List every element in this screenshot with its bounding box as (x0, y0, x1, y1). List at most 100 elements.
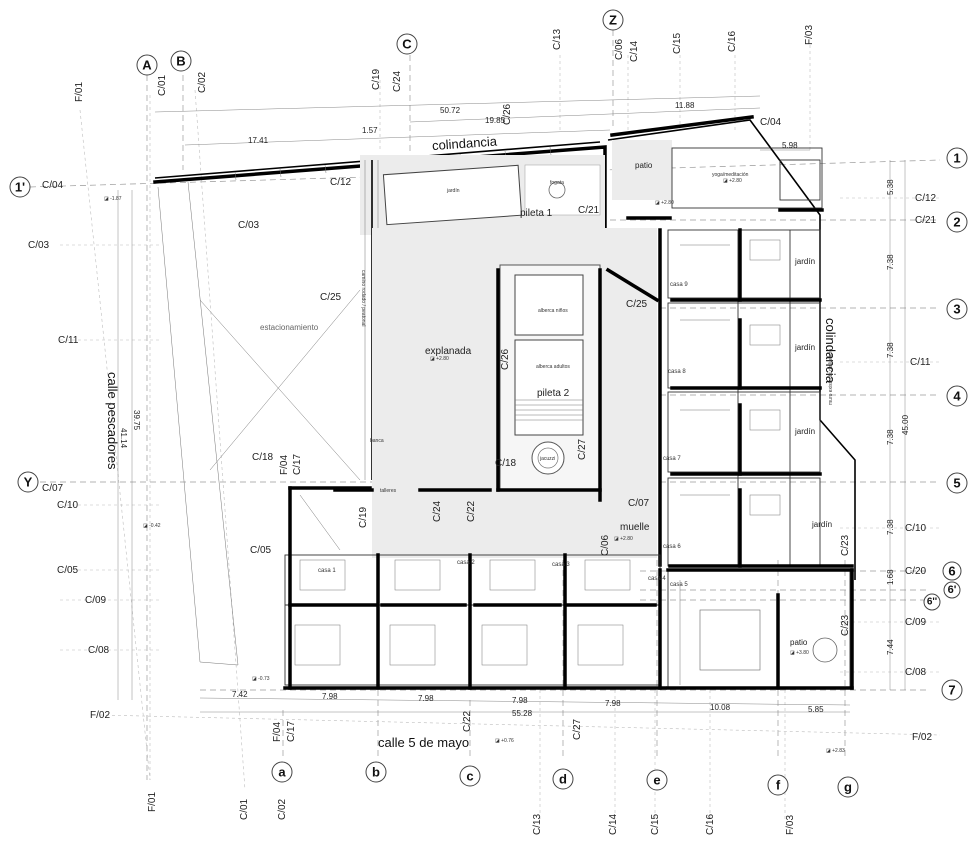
cut-label-c09: C/09 (85, 595, 107, 606)
cut-label-c14: C/14 (629, 40, 640, 62)
cut-label-c01: C/01 (157, 74, 168, 96)
colindancia-top-label: colindancia (432, 134, 499, 154)
cut-label-c08: C/08 (88, 645, 110, 656)
level-3-80: ◪ +3.80 (790, 650, 809, 656)
dimension-texts: 50.72 19.85 11.88 17.41 1.57 5.98 5.38 7… (119, 101, 910, 718)
grid-bubble-6pp: 6'' (923, 593, 941, 611)
dim-b-55-28: 55.28 (512, 709, 533, 718)
cut-label-c10-right: C/10 (905, 523, 927, 534)
dim-b-7-42: 7.42 (232, 690, 248, 699)
space-labels: colindancia colindancia calle pescadores… (105, 134, 838, 750)
cut-label-b-c27: C/27 (572, 718, 583, 740)
dim-5-38: 5.38 (886, 179, 895, 195)
cut-label-c11-right: C/11 (910, 357, 931, 368)
cut-label-in-c26b: C/26 (500, 348, 511, 370)
svg-text:g: g (844, 780, 852, 795)
grid-bubble-7: 7 (941, 679, 963, 701)
dim-45-00: 45.00 (901, 414, 910, 435)
cut-label-c03: C/03 (28, 240, 50, 251)
cut-label-in-c07: C/07 (628, 498, 650, 509)
alberca-adultos-label: alberca adultos (536, 364, 570, 370)
grid-bubble-c: c (459, 765, 481, 787)
cut-label-b-c17: C/17 (286, 720, 297, 742)
grid-bubble-C: C (396, 33, 418, 55)
pileta-2-label: pileta 2 (537, 388, 570, 399)
dim-1-57: 1.57 (362, 126, 378, 135)
dim-b-7-98-a: 7.98 (322, 692, 338, 701)
grid-bubble-A: A (136, 54, 158, 76)
level-2-80-yoga: ◪ +2.80 (723, 178, 742, 184)
explanada (372, 228, 660, 558)
colindancia-side-label: colindancia (823, 318, 838, 384)
cut-label-in-c18: C/18 (252, 452, 274, 463)
dim-11-88: 11.88 (675, 101, 695, 110)
svg-text:B: B (176, 54, 185, 69)
cut-label-f02-right: F/02 (912, 732, 932, 743)
cut-label-c10: C/10 (57, 500, 79, 511)
dim-b-7-98-d: 7.98 (605, 699, 621, 708)
patio-top-label: patio (635, 161, 653, 170)
explanada-label: explanada (425, 346, 472, 357)
svg-text:6: 6 (948, 564, 955, 579)
cut-label-c04-top: C/04 (760, 117, 782, 128)
cut-label-bot-c02: C/02 (277, 798, 288, 820)
jacuzzi-label: jacuzzi (539, 456, 555, 462)
level-0-76: ◪ +0.76 (495, 738, 514, 744)
level-1-87: ◪ -1.87 (104, 196, 122, 202)
cut-label-b-c22: C/22 (462, 710, 473, 732)
dim-7-44: 7.44 (886, 639, 895, 655)
cut-label-in-c25b: C/25 (626, 299, 648, 310)
cut-label-in-c03: C/03 (238, 220, 260, 231)
svg-text:b: b (372, 765, 380, 780)
cut-label-bot-f03: F/03 (785, 815, 796, 835)
jardin-1-label: jardín (794, 257, 815, 266)
jardin-pool-label: jardín (446, 188, 460, 194)
level-2-80-muelle: ◪ +2.80 (614, 536, 633, 542)
cut-label-c04: C/04 (42, 180, 64, 191)
level-2-83: ◪ +2.83 (826, 748, 845, 754)
cut-label-in-c27: C/27 (577, 438, 588, 460)
talleres-label: talleres (380, 488, 397, 494)
pileta-1-label: pileta 1 (520, 208, 553, 219)
svg-text:6': 6' (948, 584, 957, 596)
cut-label-in-c12: C/12 (330, 177, 352, 188)
cut-label-in-c23b: C/23 (840, 614, 851, 636)
cut-label-f04: F/04 (279, 455, 290, 475)
svg-text:1': 1' (15, 180, 25, 195)
casa-6-label: casa 6 (663, 544, 681, 550)
dim-b-10-08: 10.08 (710, 703, 731, 712)
muelle-label: muelle (620, 522, 650, 533)
cut-label-c05: C/05 (57, 565, 79, 576)
parking-area (157, 181, 361, 666)
dim-41-14: 41.14 (119, 428, 128, 449)
level-2-80-patio: ◪ +2.80 (655, 200, 674, 206)
dimension-lines (117, 95, 906, 713)
casa-5-label: casa 5 (670, 582, 688, 588)
dim-50-72: 50.72 (440, 106, 461, 115)
svg-text:Y: Y (24, 475, 33, 490)
jardin-2-label: jardín (794, 343, 815, 352)
cut-label-in-c05: C/05 (250, 545, 272, 556)
dim-b-7-98-c: 7.98 (512, 696, 528, 705)
casa-4-label: casa 4 (648, 576, 666, 582)
svg-text:2: 2 (953, 215, 960, 230)
camino-label: camino rodado / peatonal (360, 270, 366, 326)
svg-text:5: 5 (953, 476, 960, 491)
grid-bubble-Z: Z (602, 9, 624, 31)
interior-cut-labels: C/03 C/12 C/25 C/18 F/04 C/17 C/19 C/24 … (238, 103, 851, 636)
grid-bubble-Y: Y (17, 471, 39, 493)
patio-bottom-label: patio (790, 638, 808, 647)
grid-bubble-d: d (552, 768, 574, 790)
estacionamiento-label: estacionamiento (260, 323, 319, 332)
cut-label-f01: F/01 (74, 82, 85, 102)
svg-text:7: 7 (948, 683, 955, 698)
grid-bubble-e: e (646, 769, 668, 791)
calle-5-de-mayo-label: calle 5 de mayo (378, 735, 469, 750)
cut-label-in-c25: C/25 (320, 292, 342, 303)
cut-label-c24: C/24 (392, 70, 403, 92)
yoga-label: yoga/meditación (712, 172, 749, 178)
svg-text:4: 4 (953, 389, 961, 404)
svg-text:3: 3 (953, 302, 960, 317)
cut-labels: C/01 C/02 C/19 C/24 C/13 C/06 C/14 C/15 … (28, 25, 937, 835)
